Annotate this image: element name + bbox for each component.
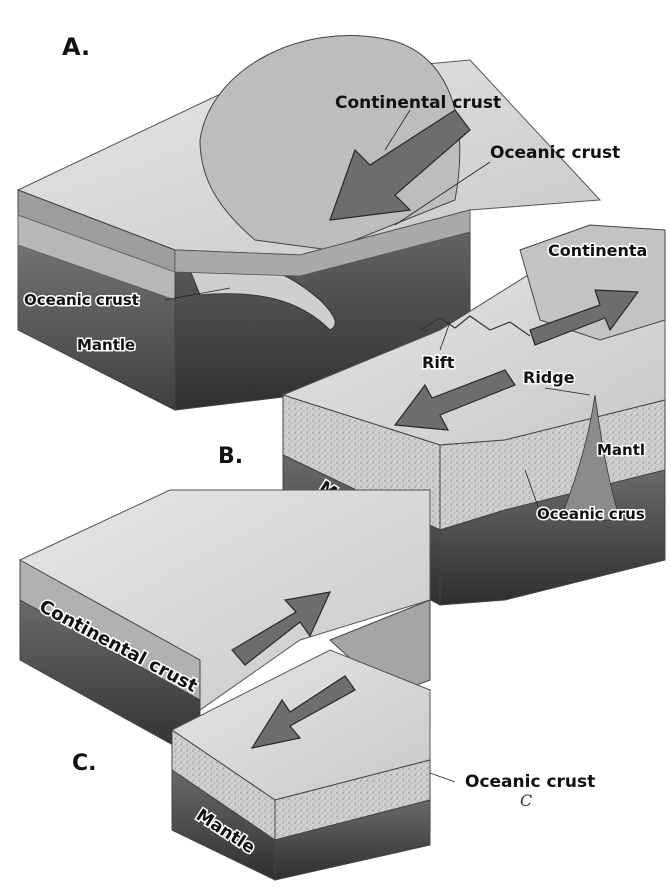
panel-c-oceanic-leader — [430, 773, 455, 782]
panel-b-continental-label: Continenta — [548, 241, 647, 260]
panel-a-letter: A. — [62, 33, 90, 61]
panel-b-oceanic-crust-label: Oceanic crus — [537, 505, 645, 523]
panel-c-stray-mark: C — [520, 791, 532, 810]
panel-a-oceanic-crust-side-label: Oceanic crust — [24, 291, 139, 309]
panel-a-oceanic-crust-label: Oceanic crust — [490, 143, 620, 163]
panel-b-rift-label: Rift — [422, 353, 455, 372]
panel-b-ridge-label: Ridge — [523, 368, 575, 387]
panel-c-letter: C. — [72, 751, 97, 776]
panel-b-letter: B. — [218, 444, 243, 469]
panel-a-mantle-label: Mantle — [77, 336, 135, 354]
panel-a-continental-crust-label: Continental crust — [335, 93, 501, 113]
panel-b-mantle-side-label: Mantl — [597, 441, 645, 459]
panel-c-oceanic-crust-label: Oceanic crust — [465, 772, 595, 792]
